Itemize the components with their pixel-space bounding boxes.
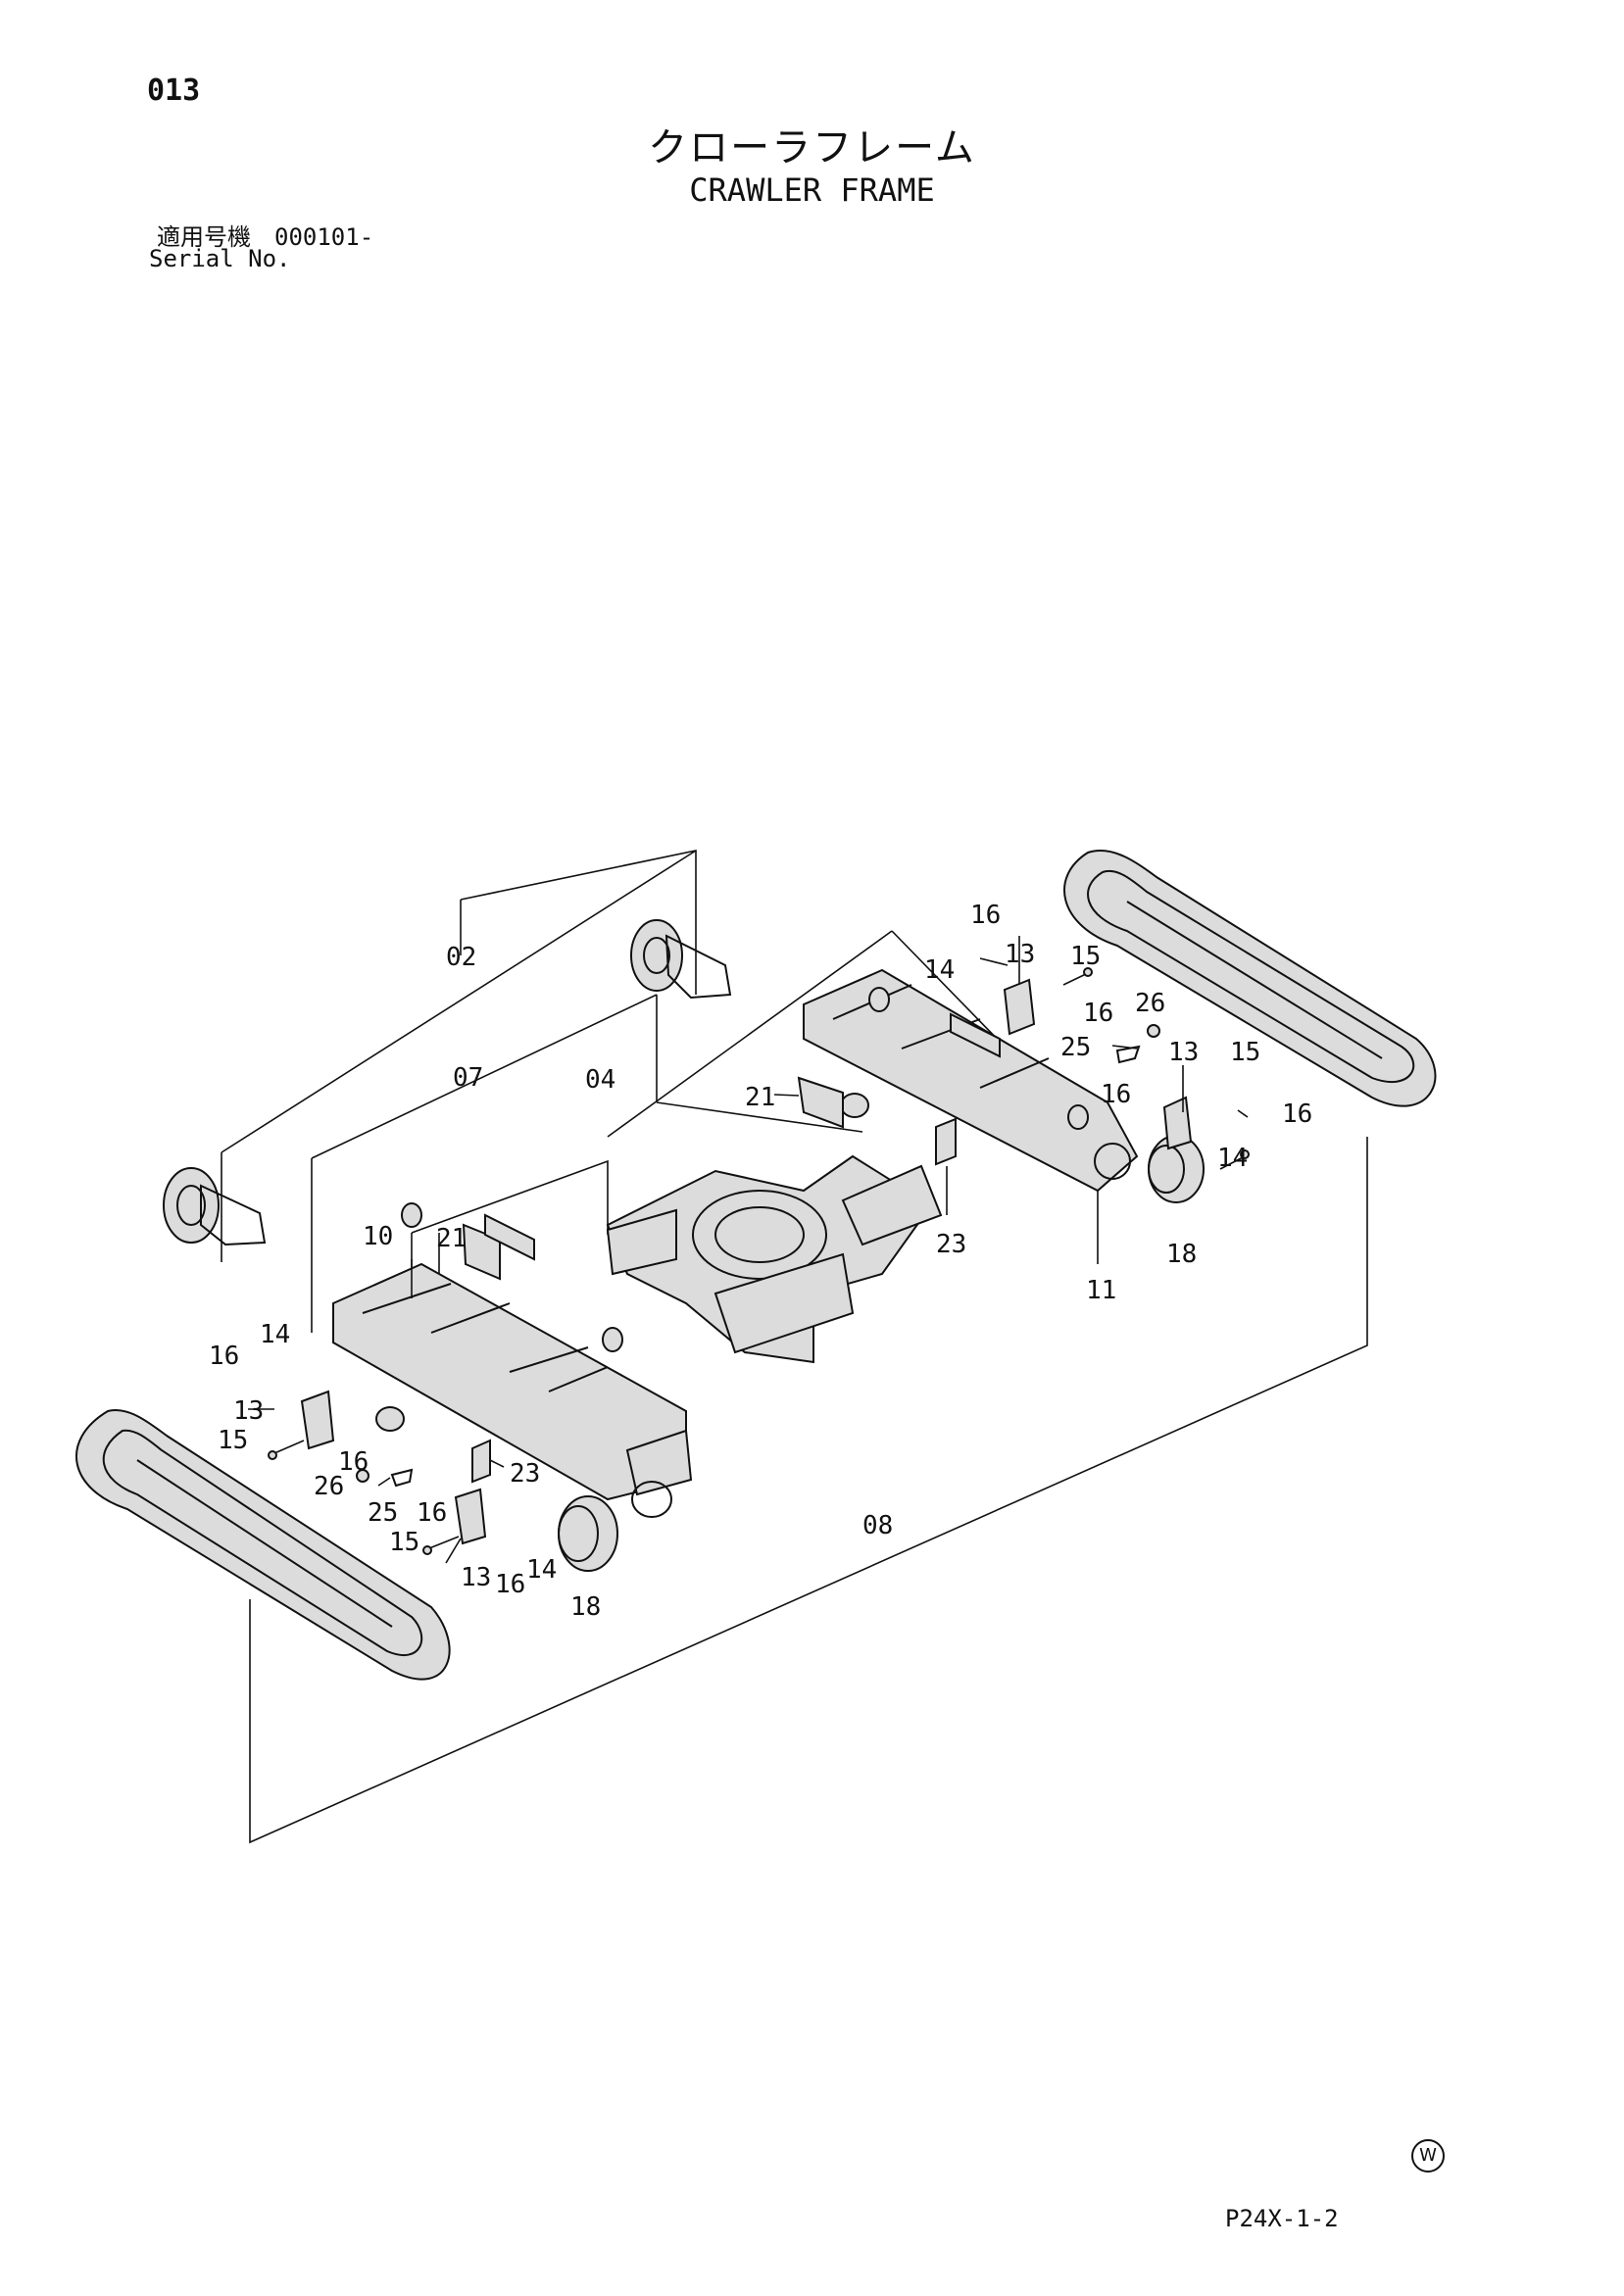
callout-15-left-front: 15 <box>218 1426 248 1455</box>
right-cover-21 <box>797 1012 1001 1129</box>
callout-11: 11 <box>1086 1276 1116 1305</box>
callout-13-left-front: 13 <box>233 1396 264 1426</box>
callout-08: 08 <box>862 1511 893 1540</box>
callout-15-right-rear: 15 <box>1230 1038 1260 1067</box>
callout-14-right-front: 14 <box>924 955 955 985</box>
right-tensioner-rear-13 <box>1162 1096 1193 1150</box>
page-title-japanese: クローラフレーム <box>648 125 976 171</box>
callout-14-left-rear: 14 <box>526 1555 557 1585</box>
left-bolts-and-pins <box>268 1440 460 1555</box>
lower-roller-left <box>375 1406 405 1432</box>
callout-15-right-front: 15 <box>1070 942 1101 971</box>
callout-25-right: 25 <box>1060 1033 1091 1062</box>
callout-16-right-front-bottom: 16 <box>1083 999 1113 1028</box>
callout-23-right: 23 <box>936 1230 966 1259</box>
callout-10: 10 <box>363 1222 393 1251</box>
callout-21-left: 21 <box>436 1224 467 1253</box>
right-tensioner-front-13 <box>1003 978 1036 1036</box>
callout-16-left-front-bottom: 16 <box>338 1447 369 1477</box>
serial-row-japanese: 適用号機 000101- <box>157 218 373 252</box>
callout-14-left-front: 14 <box>260 1320 290 1349</box>
left-track-frame <box>332 1262 693 1501</box>
right-bolts-and-pins <box>1062 967 1250 1170</box>
callout-15-left-rear: 15 <box>389 1528 419 1557</box>
callout-13-left-rear: 13 <box>461 1563 491 1592</box>
callout-04: 04 <box>585 1065 615 1095</box>
left-guard-23 <box>471 1439 491 1484</box>
serial-label-english: Serial No. <box>149 245 291 272</box>
assembly-bracket-08 <box>249 1137 1368 1844</box>
callout-23-left: 23 <box>510 1459 540 1489</box>
callout-16-left-rear-bottom: 16 <box>495 1570 525 1599</box>
callout-16-right-rear-bottom: 16 <box>1282 1099 1312 1129</box>
callout-leaders <box>248 936 1249 1564</box>
callout-25-left: 25 <box>368 1498 398 1528</box>
callout-18-left: 18 <box>570 1592 601 1622</box>
assembly-bracket-02 <box>221 850 697 1262</box>
lower-roller-right <box>840 1093 869 1118</box>
callout-07: 07 <box>453 1063 483 1093</box>
upper-roller-right-rear <box>1067 1104 1089 1130</box>
right-guard-23 <box>935 1117 957 1166</box>
callout-16-right-rear-top: 16 <box>1101 1080 1131 1109</box>
left-tensioner-front-13 <box>300 1390 335 1450</box>
center-frame <box>606 1154 943 1364</box>
left-idler-assembly <box>163 1167 267 1246</box>
upper-roller-left <box>401 1202 422 1228</box>
serial-value: 000101- <box>274 223 374 251</box>
callout-26-left: 26 <box>314 1472 344 1501</box>
assembly-bracket-07 <box>311 994 863 1333</box>
callout-14-right-rear: 14 <box>1217 1144 1248 1173</box>
left-travel-motor <box>558 1481 672 1572</box>
callout-16-right-front-top: 16 <box>970 901 1001 930</box>
page-number: 013 <box>147 73 201 108</box>
upper-roller-left-rear <box>602 1327 623 1352</box>
watermark-logo: W <box>1411 2139 1445 2173</box>
callout-16-left-front-top: 16 <box>209 1342 239 1371</box>
callout-labels: 02 07 04 08 10 11 13 13 13 13 14 14 14 1… <box>209 901 1312 1622</box>
page-title-english: CRAWLER FRAME <box>689 171 935 209</box>
right-crawler-track <box>1063 850 1437 1107</box>
callout-26-right: 26 <box>1135 989 1165 1018</box>
left-cover-21 <box>462 1213 535 1281</box>
callout-21-right: 21 <box>745 1083 775 1112</box>
right-idler-assembly <box>630 919 732 1000</box>
upper-roller-right <box>868 987 890 1012</box>
left-crawler-track <box>74 1409 451 1681</box>
left-tensioner-rear-13 <box>454 1488 487 1545</box>
callout-18-right: 18 <box>1166 1240 1197 1269</box>
figure-code: P24X-1-2 <box>1225 2205 1339 2232</box>
serial-label-japanese: 適用号機 <box>157 223 251 251</box>
callout-02: 02 <box>446 943 476 972</box>
callout-13-right-rear: 13 <box>1168 1038 1199 1067</box>
callout-16-left-rear-top: 16 <box>417 1498 447 1528</box>
callout-13-right-front: 13 <box>1005 940 1035 969</box>
